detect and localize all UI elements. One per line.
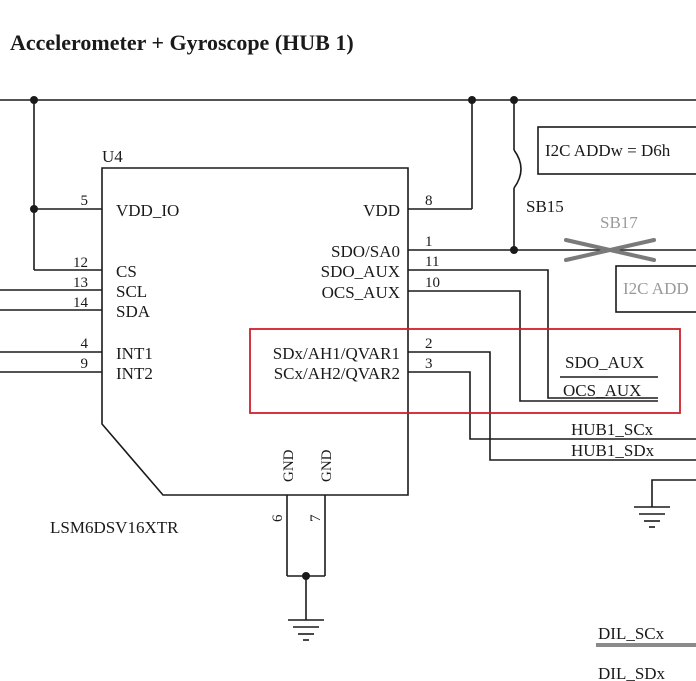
sb17-label: SB17 — [600, 213, 638, 232]
net-label-dil-scx: DIL_SCx — [598, 624, 665, 643]
pin-name: SDx/AH1/QVAR1 — [273, 344, 400, 363]
sb17-dnp-cross-icon — [564, 238, 656, 262]
net-label-ocs-aux: OCS_AUX — [563, 381, 641, 400]
pin-name: SDO_AUX — [321, 262, 400, 281]
pin-name: SCx/AH2/QVAR2 — [274, 364, 400, 383]
junction-dot — [30, 96, 38, 104]
pin-name: GND — [319, 449, 335, 482]
ic-reference: U4 — [102, 147, 123, 166]
pin-name: GND — [281, 449, 297, 482]
junction-dot — [510, 246, 518, 254]
i2c-address-note-box — [537, 126, 696, 175]
ic-body — [101, 167, 409, 496]
net-label-hub1-scx: HUB1_SCx — [571, 420, 654, 439]
pin-number: 8 — [425, 193, 433, 209]
pin-number: 4 — [81, 336, 89, 352]
junction-dot — [468, 96, 476, 104]
pin-name: CS — [116, 262, 137, 281]
pin-number: 13 — [73, 275, 88, 291]
ic-part-number: LSM6DSV16XTR — [50, 518, 179, 537]
pin-number: 11 — [425, 254, 439, 270]
sdx-wire — [408, 351, 696, 461]
ic-u4: U4 LSM6DSV16XTR 5 VDD_IO 12 CS 13 SCL 14… — [50, 147, 440, 537]
pin-number: 12 — [73, 255, 88, 271]
ocs-aux-wire — [408, 290, 658, 402]
pin-number: 2 — [425, 336, 433, 352]
sb15-label: SB15 — [526, 197, 564, 216]
pin-name: INT2 — [116, 364, 153, 383]
pin-name: OCS_AUX — [322, 283, 400, 302]
pin-number: 6 — [270, 514, 286, 522]
ground-icon — [288, 619, 324, 641]
sdo-aux-wire — [408, 269, 658, 399]
pin-name: VDD_IO — [116, 201, 179, 220]
pin-number: 7 — [308, 514, 324, 522]
ground-icon — [634, 506, 670, 528]
junction-dot — [510, 96, 518, 104]
pin-name: INT1 — [116, 344, 153, 363]
junction-dot — [30, 205, 38, 213]
pin-name: VDD — [363, 201, 400, 220]
wires — [0, 99, 696, 620]
pin-number: 14 — [73, 295, 89, 311]
pin-number: 5 — [81, 193, 89, 209]
pin-number: 3 — [425, 356, 433, 372]
pin-number: 9 — [81, 356, 89, 372]
junction-dots — [30, 96, 518, 580]
pin-number: 10 — [425, 275, 440, 291]
scx-wire — [408, 371, 696, 440]
sb15-solder-bridge-icon — [513, 149, 522, 189]
pin-name: SCL — [116, 282, 147, 301]
i2c-address-note-dnp: I2C ADD — [623, 279, 689, 298]
sheet-title: Accelerometer + Gyroscope (HUB 1) — [10, 30, 354, 55]
i2c-address-note-box-dnp — [615, 265, 696, 313]
junction-dot — [302, 572, 310, 580]
net-label-dil-sdx: DIL_SDx — [598, 664, 666, 681]
pin-number: 1 — [425, 234, 433, 250]
highlight-box — [249, 328, 681, 414]
net-label-hub1-sdx: HUB1_SDx — [571, 441, 655, 460]
right-gnd-wire — [651, 479, 696, 507]
pin-name: SDO/SA0 — [331, 242, 400, 261]
pin-name: SDA — [116, 302, 151, 321]
net-label-sdo-aux: SDO_AUX — [565, 353, 644, 372]
i2c-address-note: I2C ADDw = D6h — [545, 141, 671, 160]
